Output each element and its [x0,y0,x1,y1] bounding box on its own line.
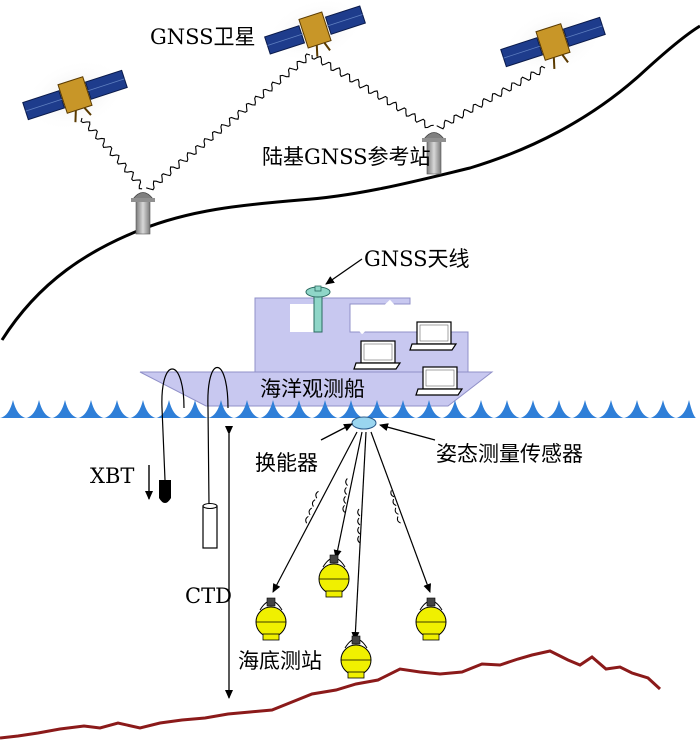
satellite-icon [264,0,366,63]
acoustic-wave-arc [308,507,313,516]
label-gnss-satellite: GNSS卫星 [150,25,256,49]
land-coastline [0,24,700,341]
acoustic-wave-arc [390,490,395,498]
ctd-probe [202,366,229,549]
label-seafloor-station: 海底测站 [238,649,322,673]
acoustic-wave-arc [357,508,361,517]
label-xbt: XBT [90,464,135,488]
label-survey-vessel: 海洋观测船 [260,377,365,401]
reference-station-icon [422,132,446,175]
label-land-reference-station: 陆基GNSS参考站 [262,145,431,169]
acoustic-wave-arc [343,496,347,504]
attitude-sensor-pointer [379,423,436,441]
acoustic-wave-arc [345,478,348,486]
xbt-probe [145,368,185,503]
acoustic-wave-arc [344,487,348,495]
acoustic-wave-arcs [305,478,401,544]
sea-surface-waves [0,400,696,418]
acoustic-wave-arc [315,490,319,499]
seafloor-profile [0,649,662,740]
seafloor-transponder-icon [255,597,287,641]
seafloor-transponder-icon [415,597,447,641]
acoustic-rays [272,431,431,641]
label-transducer: 换能器 [255,451,318,475]
acoustic-wave-arc [342,505,346,513]
seafloor-transponder-icon [318,554,350,598]
label-gnss-antenna: GNSS天线 [364,247,470,271]
acoustic-wave-arc [396,516,401,524]
laptop-icon [353,340,402,370]
gnss-signal-line [311,54,434,129]
acoustic-wave-arc [357,535,361,544]
acoustic-wave-arc [357,526,361,535]
label-attitude-sensor: 姿态测量传感器 [436,442,583,466]
transducer-icon [351,416,377,430]
acoustic-wave-arc [392,498,397,507]
acoustic-wave-arc [394,507,399,515]
label-ctd: CTD [185,584,232,608]
satellite-icon [500,7,606,77]
laptop-icon [415,366,464,396]
antenna-pointer [325,258,363,285]
seafloor-transponder-icon [340,635,372,679]
reference-station-icon [131,192,155,235]
acoustic-wave-arc [305,515,309,524]
gnss-signal-line [80,117,143,190]
satellite-icon [22,58,128,132]
gnss-signal-paths [80,53,546,191]
gnss-signal-line [436,65,546,130]
transducer-pointer [320,423,353,441]
acoustic-wave-arc [311,499,316,507]
acoustic-wave-arc [357,517,361,526]
gnss-signal-line [146,53,311,191]
gnss-antenna-icon [305,285,331,333]
laptop-icon [409,321,458,351]
